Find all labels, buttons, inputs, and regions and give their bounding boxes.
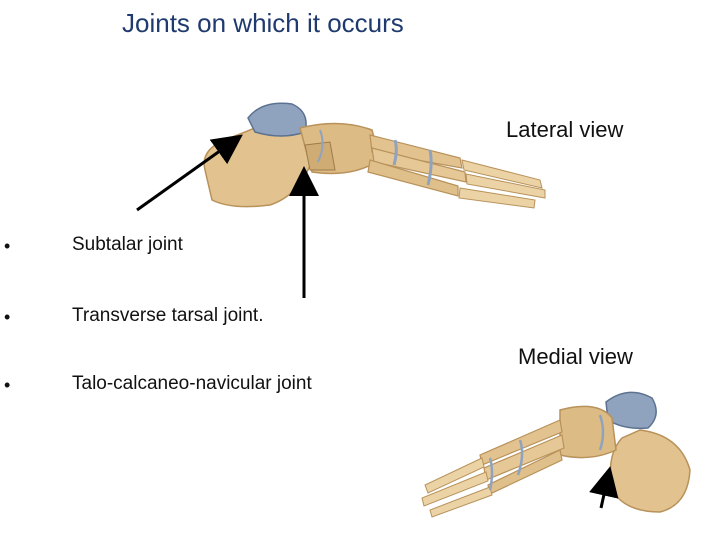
bullet-text: Subtalar joint [72,234,183,256]
bullet-marker: • [4,307,10,328]
bullet-marker: • [4,236,10,257]
bullet-text: Transverse tarsal joint. [72,305,263,327]
medial-view-label: Medial view [518,344,633,370]
bullet-item-talo-calcaneo-navicular: • Talo-calcaneo-navicular joint [0,373,420,403]
bullet-text: Talo-calcaneo-navicular joint [72,373,312,395]
lateral-foot-image [204,103,545,208]
bullet-item-transverse-tarsal: • Transverse tarsal joint. [0,305,420,335]
bullet-marker: • [4,375,10,396]
lateral-view-label: Lateral view [506,117,623,143]
bullet-item-subtalar: • Subtalar joint [0,234,420,264]
medial-foot-image [422,392,690,517]
arrow-medial [601,472,609,508]
